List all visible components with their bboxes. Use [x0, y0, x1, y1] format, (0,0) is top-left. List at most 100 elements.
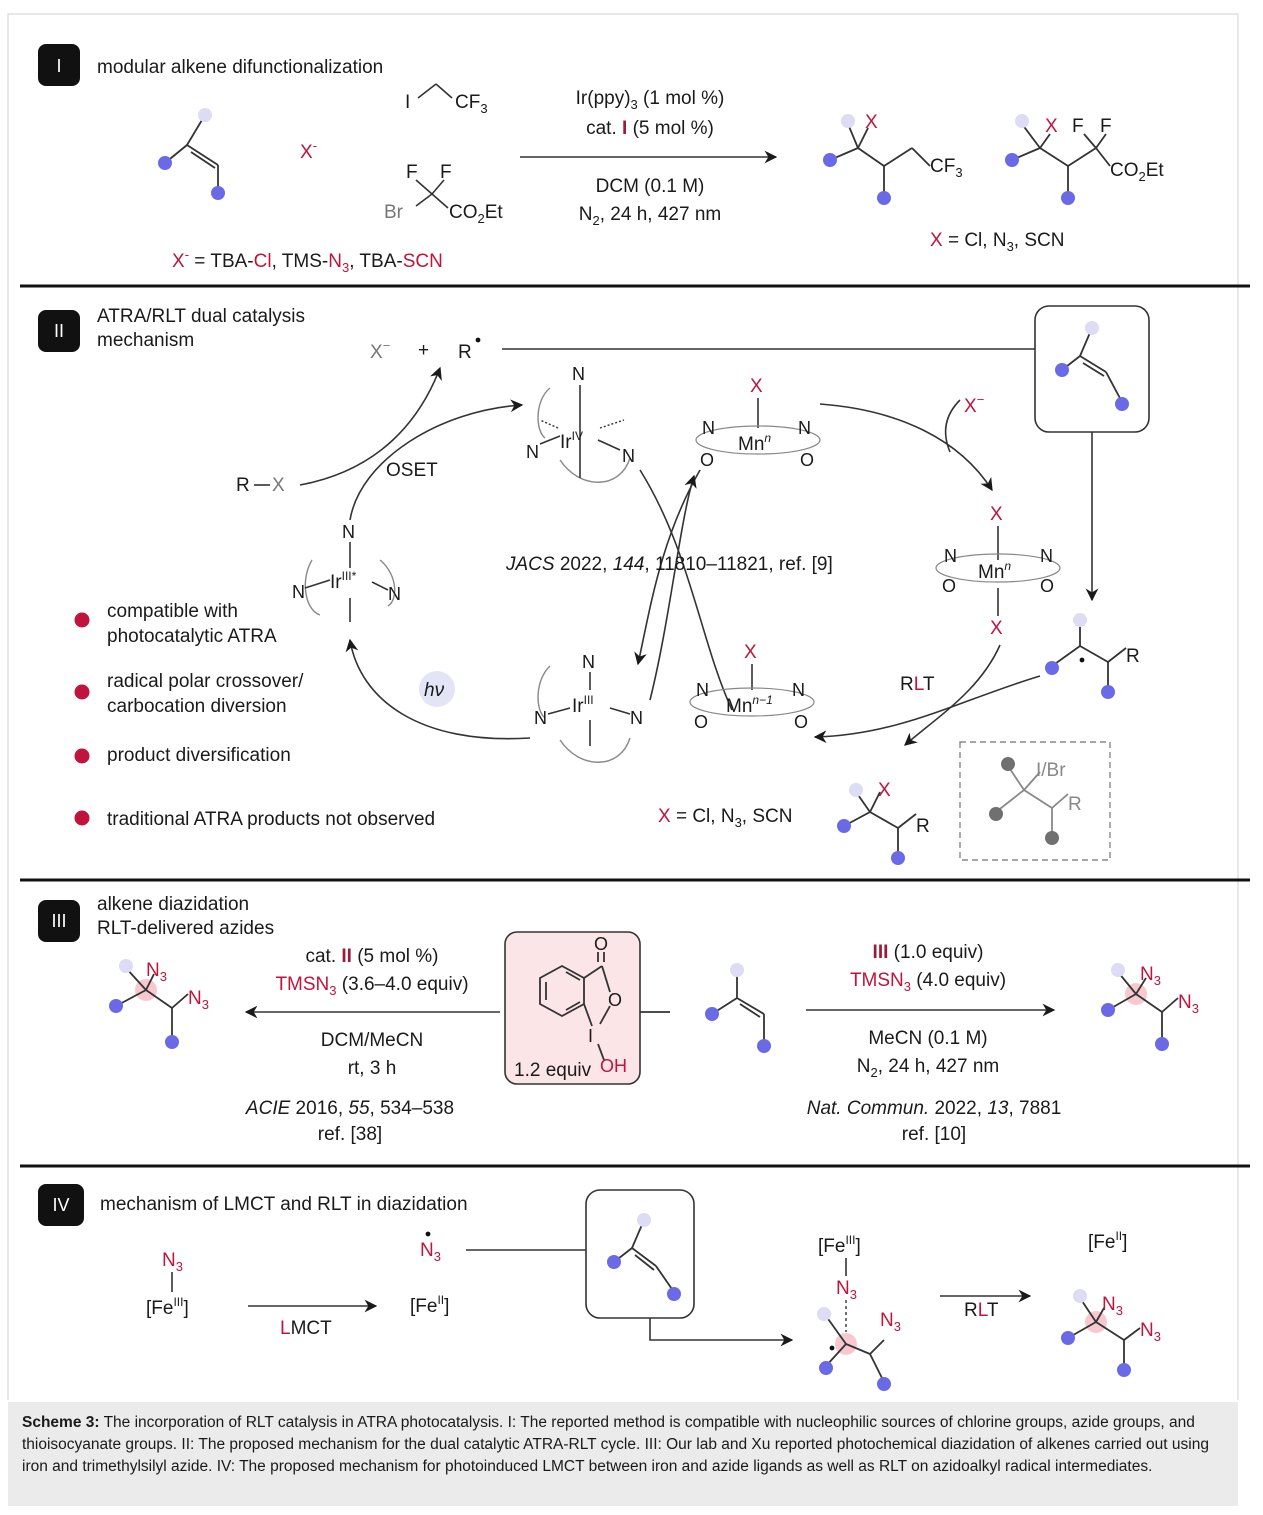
node-grey	[1045, 831, 1059, 845]
reagent-cf3: CF3	[455, 92, 488, 116]
radical-dot	[829, 1345, 835, 1351]
caption-label: Scheme 3:	[22, 1414, 100, 1431]
oset-arrow	[299, 366, 442, 486]
product-1-cf3: CF3	[930, 156, 963, 180]
node-light	[817, 1307, 831, 1321]
svg-text:N: N	[696, 680, 709, 700]
mn-n-complex: X N N O O Mnn	[695, 376, 821, 470]
svg-text:X: X	[990, 504, 1003, 525]
node-blue	[819, 1361, 833, 1375]
svg-text:N: N	[1040, 546, 1053, 566]
benziodoxole-bonds	[539, 952, 670, 1061]
node-blue	[823, 153, 837, 167]
left-condition-4: rt, 3 h	[348, 1058, 397, 1079]
excitation-arrow	[345, 638, 531, 740]
radical-azide: N3	[880, 1310, 901, 1334]
fe-ii-label: [FeII]	[410, 1293, 449, 1317]
panel-2-badge	[38, 310, 80, 352]
panel-2: II ATRA/RLT dual catalysis mechanism X− …	[38, 305, 1150, 865]
node-blue	[1101, 1003, 1115, 1017]
svg-text:IrIII*: IrIII*	[330, 569, 357, 593]
rlt-label: RLT	[900, 674, 935, 695]
node-light	[1111, 963, 1125, 977]
x-definition: X- = TBA-Cl, TMS-N3, TBA-SCN	[172, 247, 443, 275]
svg-text:N: N	[342, 522, 355, 542]
product-x-definition: X = Cl, N3, SCN	[930, 230, 1064, 254]
node-light	[637, 1213, 651, 1227]
final-azide: N3	[1102, 1294, 1123, 1318]
ir-iii-star-complex: N IrIII* N N	[292, 522, 401, 622]
rx-r: R	[236, 475, 250, 496]
fe-azide-n3: N3	[162, 1250, 183, 1274]
not-observed-r: R	[1068, 794, 1082, 815]
node-blue	[1115, 397, 1129, 411]
azide-label: N3	[1140, 964, 1161, 988]
svg-text:N: N	[798, 418, 811, 438]
oset-label: OSET	[386, 460, 438, 481]
panel-3-badge-label: III	[51, 911, 66, 931]
node-blue	[1055, 363, 1069, 377]
condition-solvent: DCM (0.1 M)	[596, 176, 705, 197]
radical-intermediate-r: R	[1126, 646, 1140, 667]
bullet-1-line-2: photocatalytic ATRA	[107, 626, 277, 647]
radical-bonds	[825, 1315, 885, 1383]
node-blue	[1117, 1363, 1131, 1377]
radical-dot	[1079, 657, 1085, 663]
panel-3-title-1: alkene diazidation	[97, 894, 249, 915]
right-condition-3: MeCN (0.1 M)	[868, 1028, 987, 1049]
left-condition-3: DCM/MeCN	[321, 1030, 423, 1051]
product-2-ester: CO2Et	[1110, 160, 1164, 184]
atra-product-x-definition: X = Cl, N3, SCN	[658, 806, 792, 830]
svg-text:Mnn: Mnn	[738, 431, 771, 455]
x-minus: X-	[300, 138, 317, 163]
reagent-f1: F	[406, 162, 418, 183]
reagent-equiv: 1.2 equiv	[514, 1060, 592, 1081]
radical-dot	[475, 337, 481, 343]
right-reference: Nat. Commun. 2022, 13, 7881	[807, 1098, 1062, 1119]
reagent-ester: CO2Et	[449, 202, 503, 226]
right-reference-2: ref. [10]	[902, 1124, 966, 1145]
node-light	[119, 959, 133, 973]
svg-text:N: N	[792, 680, 805, 700]
anion-arrow	[944, 399, 961, 453]
node-grey	[989, 807, 1003, 821]
svg-text:O: O	[800, 450, 814, 470]
panel-2-title-1: ATRA/RLT dual catalysis	[97, 306, 305, 327]
ir-iii-complex: N IrIII N N	[534, 652, 643, 763]
radical-r: R	[458, 342, 472, 363]
rlt-arrow	[904, 644, 1001, 746]
node-light	[1073, 613, 1087, 627]
panel-4: IV mechanism of LMCT and RLT in diazidat…	[38, 1184, 1161, 1391]
azide-label: N3	[1178, 992, 1199, 1016]
panel-4-title: mechanism of LMCT and RLT in diazidation	[100, 1194, 468, 1215]
lmct-label: LMCT	[280, 1318, 332, 1339]
reagent-hydroxyl: OH	[600, 1056, 627, 1076]
ir-to-mn-arrow	[649, 474, 697, 701]
svg-text:IrIV: IrIV	[560, 429, 583, 453]
panel-1-badge-label: I	[56, 56, 61, 76]
not-observed-halide: I/Br	[1036, 760, 1066, 781]
svg-text:O: O	[1040, 576, 1054, 596]
rlt-branch-arrow	[813, 675, 1041, 744]
panel-2-title-2: mechanism	[97, 330, 194, 351]
not-observed-box	[959, 741, 1111, 861]
node-blue	[1005, 153, 1019, 167]
reagent-f2: F	[440, 162, 452, 183]
product-2-f1: F	[1072, 116, 1084, 137]
panel-4-badge	[38, 1184, 84, 1226]
node-blue	[877, 1377, 891, 1391]
svg-text:IrIII: IrIII	[572, 693, 594, 717]
panel-2-badge-label: II	[54, 321, 64, 341]
node-blue	[1061, 191, 1075, 205]
node-blue	[165, 1035, 179, 1049]
condition-atmosphere: N2, 24 h, 427 nm	[579, 204, 721, 228]
addition-arrow	[649, 1318, 794, 1347]
bullet-dot	[74, 684, 90, 700]
figure-caption: Scheme 3: The incorporation of RLT catal…	[8, 1402, 1238, 1506]
left-condition-1: cat. II (5 mol %)	[305, 946, 438, 967]
ref-jacs: JACS 2022, 144, 11810–11821, ref. [9]	[505, 554, 833, 575]
node-blue	[757, 1039, 771, 1053]
condition-cocatalyst: cat. I (5 mol %)	[586, 118, 714, 139]
node-blue	[837, 819, 851, 833]
svg-text:O: O	[694, 712, 708, 732]
